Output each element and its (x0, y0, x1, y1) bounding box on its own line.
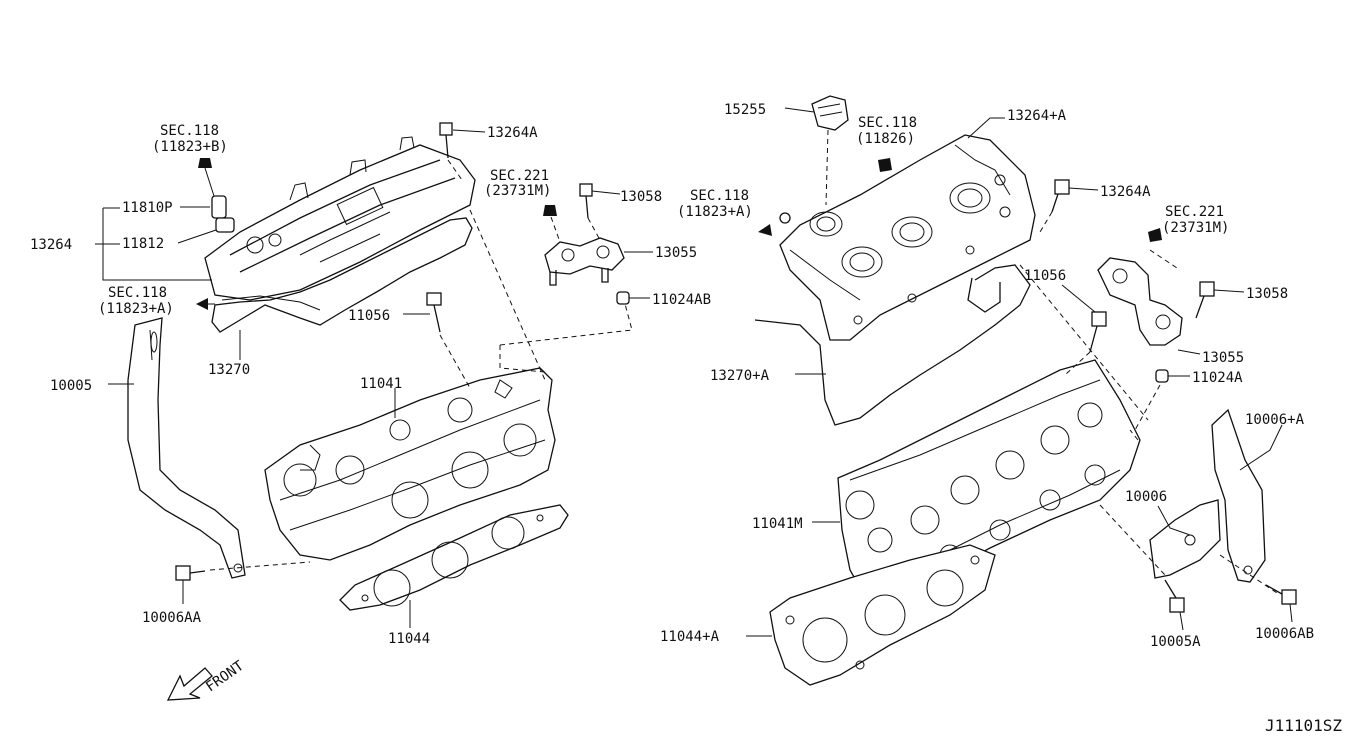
label-11024ab: 11024AB (652, 292, 711, 308)
label-11056-right: 11056 (1024, 268, 1066, 284)
label-sec118-a-left-line2: (11823+A) (98, 301, 174, 317)
label-11024a: 11024A (1192, 370, 1243, 386)
label-10005a: 10005A (1150, 634, 1201, 650)
label-sec118-b-line2: (11823+B) (152, 139, 228, 155)
bolt-10006aa (175, 565, 206, 604)
label-13264a-left: 13264A (487, 125, 538, 141)
plug-11024ab (616, 291, 650, 305)
label-11810p: 11810P (122, 200, 173, 216)
bracket-10006-plus-a (1211, 408, 1283, 583)
label-13058-right: 13058 (1246, 286, 1288, 302)
label-sec118-11826-line2: (11826) (856, 131, 915, 147)
rocker-cover-gasket-left (211, 217, 473, 333)
label-10005: 10005 (50, 378, 92, 394)
label-sec221-left-line2: (23731M) (484, 183, 551, 199)
bolt-11056-left (403, 292, 442, 333)
oil-filler-cap (784, 95, 849, 131)
label-10006: 10006 (1125, 489, 1167, 505)
label-10006aa: 10006AA (142, 610, 202, 626)
label-front: FRONT (203, 658, 247, 696)
label-13270: 13270 (208, 362, 250, 378)
bolt-10005a (1164, 579, 1185, 631)
seal-11810p (198, 158, 235, 233)
label-10006ab: 10006AB (1255, 626, 1314, 642)
label-13055-left: 13055 (655, 245, 697, 261)
arrow-sec118-a-mid (758, 224, 772, 236)
label-11041m: 11041M (752, 516, 803, 532)
arrow-sec118-a-left (196, 298, 208, 310)
label-13264: 13264 (30, 237, 72, 253)
label-13264-plus-a: 13264+A (1007, 108, 1067, 124)
bracket-10006 (1149, 499, 1221, 579)
arrow-sec221-right (1148, 228, 1162, 242)
cylinder-head-left (264, 367, 556, 561)
label-sec221-right-line1: SEC.221 (1165, 204, 1224, 220)
diagram-id: J11101SZ (1265, 716, 1342, 735)
label-15255: 15255 (724, 102, 766, 118)
label-11812: 11812 (122, 236, 164, 252)
rocker-cover-gasket-right (754, 264, 1031, 426)
bolt-11056-right (1061, 284, 1107, 353)
arrow-sec118-11826 (878, 158, 892, 172)
label-13058-left: 13058 (620, 189, 662, 205)
bolt-13058-right (1195, 281, 1245, 319)
label-13270-plus-a: 13270+A (710, 368, 770, 384)
label-sec118-a-mid-line2: (11823+A) (677, 204, 753, 220)
bolt-13264a-left (439, 122, 486, 159)
label-sec221-right-line2: (23731M) (1162, 220, 1229, 236)
solenoid-13055-left (544, 237, 653, 286)
label-sec221-left-line1: SEC.221 (490, 168, 549, 184)
head-gasket-left (339, 504, 569, 628)
rocker-cover-right (779, 117, 1036, 341)
front-arrow-icon (166, 667, 213, 701)
label-sec118-a-mid-line1: SEC.118 (690, 188, 749, 204)
label-13055-right: 13055 (1202, 350, 1244, 366)
bolt-10006ab (1265, 584, 1297, 623)
bracket-10005 (108, 317, 246, 579)
plug-11024a (1155, 369, 1190, 383)
label-sec118-a-left-line1: SEC.118 (108, 285, 167, 301)
label-sec118-11826-line1: SEC.118 (858, 115, 917, 131)
label-11044-plus-a: 11044+A (660, 629, 720, 645)
label-11056-left: 11056 (348, 308, 390, 324)
head-gasket-right (746, 544, 996, 686)
label-11041: 11041 (360, 376, 402, 392)
bolt-13058-left (543, 183, 621, 219)
label-11044: 11044 (388, 631, 430, 647)
bolt-13264a-right (1051, 179, 1099, 213)
label-13264a-right: 13264A (1100, 184, 1151, 200)
rocker-cover-left (204, 136, 476, 301)
label-sec118-b-line1: SEC.118 (160, 123, 219, 139)
solenoid-13055-right (1097, 257, 1201, 355)
label-10006-plus-a: 10006+A (1245, 412, 1305, 428)
